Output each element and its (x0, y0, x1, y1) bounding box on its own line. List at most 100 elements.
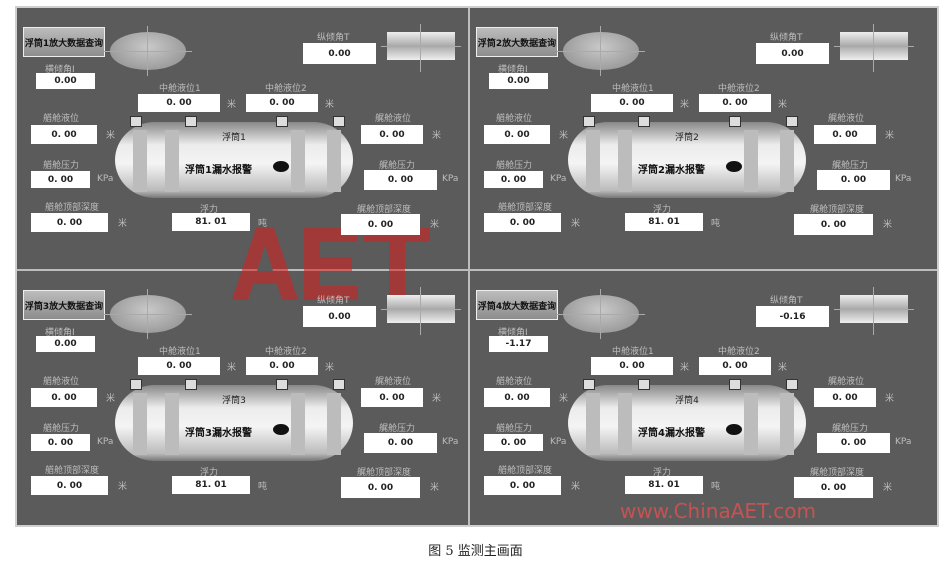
monitoring-screen: 浮筒1放大数据查询 横倾角I 0.00 纵倾角T 0.00 中舱液位1 0. 0… (15, 6, 939, 527)
trim-indicator-icon (381, 287, 461, 335)
tank-band (586, 130, 600, 192)
bow-level-label: 艏舱液位 (496, 377, 533, 387)
trim-value: 0.00 (303, 306, 376, 327)
stern-level-unit: 米 (885, 394, 895, 404)
mid2-value: 0. 00 (246, 94, 318, 112)
stern-level-unit: 米 (885, 131, 895, 141)
bow-level-unit: 米 (559, 394, 569, 404)
tank-name: 浮筒4 (675, 396, 699, 406)
heel-value: -1.17 (489, 336, 548, 352)
bow-level-value: 0. 00 (484, 125, 550, 144)
valve-icon (786, 116, 798, 127)
leak-alarm-indicator (726, 424, 742, 435)
valve-icon (130, 116, 142, 127)
bow-level-value: 0. 00 (31, 125, 97, 144)
bow-level-value: 0. 00 (484, 388, 550, 407)
tank-name: 浮筒3 (222, 396, 246, 406)
mid1-unit: 米 (680, 363, 690, 373)
stern-level-value: 0. 00 (361, 388, 423, 407)
stern-pressure-value: 0. 00 (364, 433, 437, 453)
stern-level-label: 艉舱液位 (828, 377, 865, 387)
stern-depth-unit: 米 (430, 220, 440, 230)
valve-icon (276, 379, 288, 390)
bow-level-value: 0. 00 (31, 388, 97, 407)
valve-icon (333, 379, 345, 390)
mid1-value: 0. 00 (591, 357, 673, 375)
stern-pressure-value: 0. 00 (364, 170, 437, 190)
stern-depth-value: 0. 00 (341, 214, 420, 235)
buoyancy-value: 81. 01 (172, 476, 250, 494)
heel-indicator-icon (557, 26, 645, 76)
stern-level-value: 0. 00 (814, 125, 876, 144)
buoy-panel-1: 浮筒1放大数据查询 横倾角I 0.00 纵倾角T 0.00 中舱液位1 0. 0… (17, 8, 467, 268)
stern-depth-value: 0. 00 (794, 477, 873, 498)
buoy-panel-2: 浮筒2放大数据查询 横倾角I 0.00 纵倾角T 0.00 中舱液位1 0. 0… (470, 8, 920, 268)
tank-band (291, 130, 305, 192)
bow-level-label: 艏舱液位 (43, 377, 80, 387)
trim-indicator-icon (834, 24, 914, 72)
tank-band (165, 130, 179, 192)
stern-pressure-value: 0. 00 (817, 170, 890, 190)
tank-name: 浮筒1 (222, 133, 246, 143)
buoy-tank: 浮筒1 浮筒1漏水报警 (115, 116, 353, 198)
valve-icon (729, 116, 741, 127)
mid2-unit: 米 (778, 363, 788, 373)
buoyancy-unit: 吨 (711, 219, 721, 229)
trim-label: 纵倾角T (317, 296, 350, 306)
stern-level-value: 0. 00 (814, 388, 876, 407)
buoyancy-label: 浮力 (653, 205, 672, 215)
bow-pressure-label: 艏舱压力 (43, 161, 80, 171)
mid2-value: 0. 00 (699, 94, 771, 112)
buoy-tank: 浮筒4 浮筒4漏水报警 (568, 379, 806, 461)
valve-icon (638, 116, 650, 127)
leak-alarm-indicator (273, 424, 289, 435)
bow-pressure-value: 0. 00 (484, 171, 543, 188)
stern-level-label: 艉舱液位 (375, 114, 412, 124)
buoyancy-unit: 吨 (258, 219, 268, 229)
buoyancy-label: 浮力 (200, 205, 219, 215)
tank-band (165, 393, 179, 455)
stern-depth-value: 0. 00 (794, 214, 873, 235)
heel-indicator-icon (104, 26, 192, 76)
tank-band (133, 130, 147, 192)
trim-indicator-icon (381, 24, 461, 72)
stern-depth-value: 0. 00 (341, 477, 420, 498)
stern-pressure-unit: KPa (895, 437, 912, 447)
bow-pressure-label: 艏舱压力 (496, 161, 533, 171)
zoom-query-button[interactable]: 浮筒2放大数据查询 (476, 27, 558, 57)
heel-label: 横倾角I (498, 65, 528, 75)
heel-indicator-icon (104, 289, 192, 339)
heel-value: 0.00 (36, 336, 95, 352)
stern-level-unit: 米 (432, 131, 442, 141)
valve-icon (276, 116, 288, 127)
stern-depth-unit: 米 (430, 483, 440, 493)
heel-value: 0.00 (489, 73, 548, 89)
divider-horizontal (17, 269, 937, 271)
stern-level-unit: 米 (432, 394, 442, 404)
tank-band (780, 393, 794, 455)
leak-alarm-indicator (726, 161, 742, 172)
mid2-unit: 米 (778, 100, 788, 110)
buoy-panel-3: 浮筒3放大数据查询 横倾角I 0.00 纵倾角T 0.00 中舱液位1 0. 0… (17, 271, 467, 531)
tank-band (618, 130, 632, 192)
stern-depth-label: 艉舱顶部深度 (810, 205, 865, 215)
bow-pressure-value: 0. 00 (484, 434, 543, 451)
buoyancy-value: 81. 01 (625, 476, 703, 494)
heel-label: 横倾角I (45, 328, 75, 338)
mid1-value: 0. 00 (138, 357, 220, 375)
zoom-query-button[interactable]: 浮筒3放大数据查询 (23, 290, 105, 320)
bow-depth-label: 艏舱顶部深度 (498, 466, 553, 476)
bow-pressure-label: 艏舱压力 (43, 424, 80, 434)
buoy-panel-4: 浮筒4放大数据查询 横倾角I -1.17 纵倾角T -0.16 中舱液位1 0.… (470, 271, 920, 531)
valve-icon (638, 379, 650, 390)
zoom-query-button[interactable]: 浮筒1放大数据查询 (23, 27, 105, 57)
logo-letter-e (304, 228, 358, 300)
valve-icon (185, 116, 197, 127)
mid1-label: 中舱液位1 (159, 84, 201, 94)
logo-letter-t (364, 228, 430, 300)
trim-value: 0.00 (756, 43, 829, 64)
mid2-unit: 米 (325, 100, 335, 110)
leak-alarm-label: 浮筒1漏水报警 (185, 165, 252, 176)
zoom-query-button[interactable]: 浮筒4放大数据查询 (476, 290, 558, 320)
tank-band (744, 130, 758, 192)
